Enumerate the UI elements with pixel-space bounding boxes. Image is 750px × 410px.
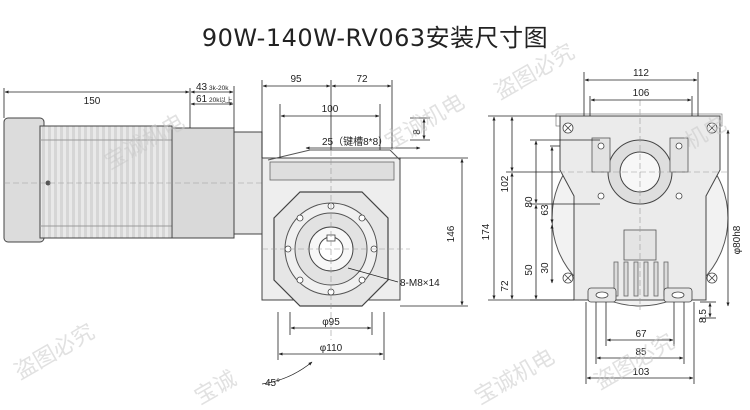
dim-bolts: 8-M8×14 — [400, 278, 440, 289]
dim-103: 103 — [633, 367, 650, 378]
dim-43-note: 3k-20k — [209, 85, 229, 92]
watermark-text: 盗图必究 — [491, 40, 580, 106]
dim-dia95: φ95 — [322, 317, 340, 328]
watermark-text: 宝诚机电 — [381, 90, 470, 156]
dim-8: 8 — [412, 129, 423, 135]
corner-screw-icons — [562, 122, 718, 284]
dim-85: 85 — [635, 347, 647, 358]
dim-30: 30 — [540, 262, 551, 274]
dim-67: 67 — [635, 329, 647, 340]
left-dimensions — [3, 80, 468, 385]
dim-angle: 45° — [265, 378, 280, 389]
watermark-text: 盗图必究 — [11, 320, 100, 386]
dim-174: 174 — [481, 223, 492, 240]
dim-63: 63 — [540, 204, 551, 216]
motor-bolt-icon — [45, 180, 51, 186]
dim-61: 61 — [196, 94, 208, 105]
dim-102: 102 — [500, 175, 511, 192]
dim-150: 150 — [84, 96, 101, 107]
motor-side-view — [3, 117, 270, 243]
dim-112: 112 — [633, 68, 649, 79]
left-dimension-labels: 150 43 3k-20k 61 20k以上 95 72 100 25（键槽8*… — [84, 74, 457, 389]
dim-106: 106 — [633, 88, 650, 99]
dim-dia80h8: φ80h8 — [732, 225, 743, 254]
dim-61-note: 20k以上 — [209, 95, 233, 104]
right-dimensions — [488, 72, 730, 384]
right-dimension-labels: 112 106 174 102 72 80 50 63 30 φ80h8 8.5… — [481, 68, 743, 378]
dim-8-5: 8.5 — [698, 309, 709, 323]
dim-43: 43 — [196, 82, 208, 93]
dim-50: 50 — [524, 264, 535, 276]
dim-25-keyway: 25（键槽8*8） — [322, 135, 388, 148]
dim-dia110: φ110 — [320, 343, 343, 354]
watermark-text: 宝诚机电 — [471, 345, 560, 410]
dim-146: 146 — [446, 225, 457, 242]
dim-72-vertical: 72 — [500, 280, 511, 292]
gearbox-side-view — [550, 100, 730, 310]
watermark-text: 宝诚 — [191, 367, 242, 410]
gearbox-front-view — [261, 149, 410, 340]
dim-72: 72 — [356, 74, 368, 85]
dim-80: 80 — [524, 196, 535, 208]
dim-100: 100 — [322, 104, 339, 115]
page-title: 90W-140W-RV063安装尺寸图 — [201, 24, 549, 52]
dim-95: 95 — [290, 74, 302, 85]
